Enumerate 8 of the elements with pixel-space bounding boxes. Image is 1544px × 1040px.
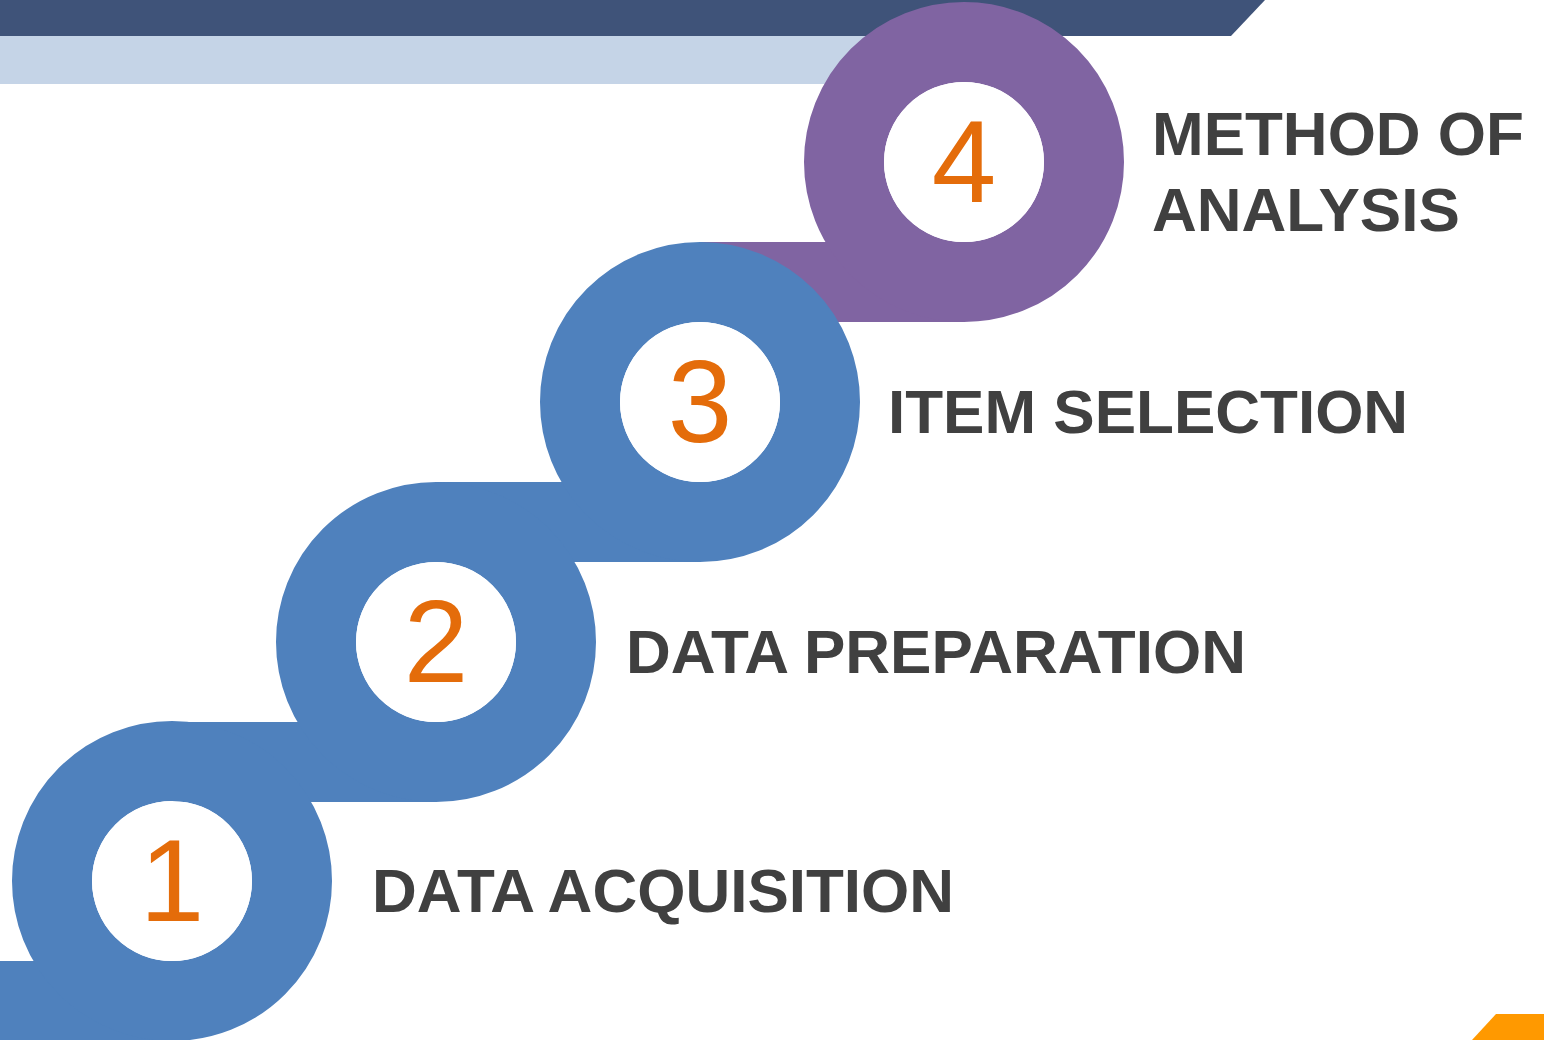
step-label: DATA ACQUISITION bbox=[372, 855, 956, 927]
step-number: 3 bbox=[667, 344, 733, 460]
step-number: 4 bbox=[931, 104, 997, 220]
step-number: 2 bbox=[403, 584, 469, 700]
step-label: METHOD OF ANALYSIS bbox=[1152, 98, 1525, 246]
step-label: ITEM SELECTION bbox=[888, 376, 1410, 448]
step-label: DATA PREPARATION bbox=[626, 616, 1247, 688]
step-number: 1 bbox=[139, 823, 205, 939]
